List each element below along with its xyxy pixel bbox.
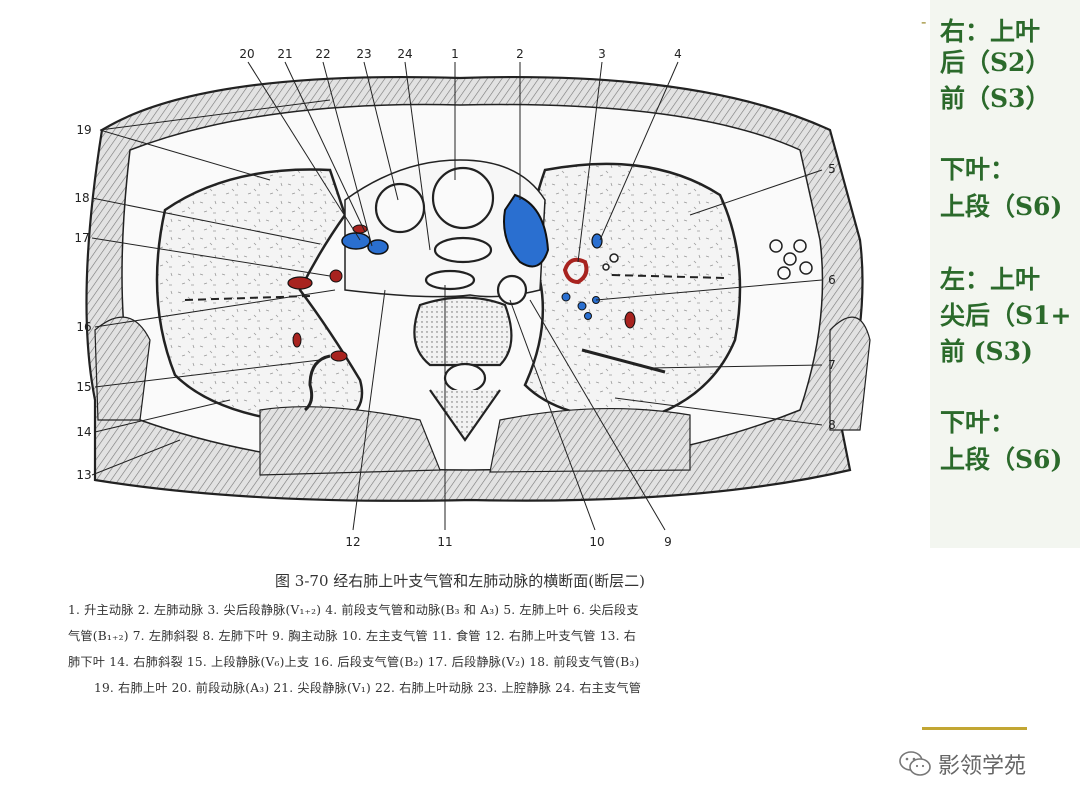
- label-21: 21: [277, 47, 292, 61]
- label-7: 7: [828, 358, 836, 372]
- label-13: 13: [76, 468, 91, 482]
- watermark-text: 影领学苑: [938, 754, 1027, 779]
- label-24: 24: [397, 47, 412, 61]
- watermark: 影领学苑: [898, 748, 1026, 780]
- legend-line-4: 19. 右肺上叶 20. 前段动脉(A₃) 21. 尖段静脉(V₁) 22. 右…: [94, 681, 642, 695]
- label-20: 20: [239, 47, 254, 61]
- label-18: 18: [74, 191, 89, 205]
- notes-panel: [930, 0, 1080, 548]
- left-pulmonary-artery-blue: [503, 193, 550, 268]
- label-19: 19: [76, 123, 91, 137]
- label-11: 11: [437, 535, 452, 549]
- note-line-6: 上段（S6): [940, 192, 1063, 221]
- dashed-line-left: [611, 274, 726, 279]
- note-line-13: 上段（S6): [940, 445, 1063, 474]
- label-15: 15: [76, 380, 91, 394]
- note-line-9: 尖后（S1+: [940, 301, 1072, 330]
- bullet-marker: -: [921, 12, 927, 31]
- superior-vena-cava: [374, 182, 426, 234]
- label-17: 17: [74, 231, 89, 245]
- label-2: 2: [516, 47, 524, 61]
- legend-line-1: 1. 升主动脉 2. 左肺动脉 3. 尖后段静脉(V₁₊₂) 4. 前段支气管和…: [68, 603, 639, 617]
- mediastinum: [344, 159, 546, 306]
- ascending-aorta: [431, 166, 495, 230]
- label-12: 12: [345, 535, 360, 549]
- label-5: 5: [828, 162, 836, 176]
- label-9: 9: [664, 535, 672, 549]
- label-10: 10: [589, 535, 604, 549]
- note-line-5: 下叶：: [940, 155, 1016, 184]
- label-22: 22: [315, 47, 330, 61]
- divider-rule: [922, 727, 1027, 730]
- figure-labels: 1 2 3 4 5 6 7 8 9 10 11 12 13 14 15 16 1…: [74, 47, 835, 549]
- note-line-1: 右：上叶: [940, 17, 1041, 46]
- label-6: 6: [828, 273, 836, 287]
- back-muscles: [94, 316, 871, 476]
- veins: [341, 193, 603, 320]
- note-line-2: 后（S2）: [940, 48, 1051, 77]
- esophagus: [424, 269, 476, 291]
- label-1: 1: [451, 47, 459, 61]
- label-3: 3: [598, 47, 606, 61]
- wechat-icon: [899, 751, 931, 776]
- bronchi: [602, 239, 813, 280]
- note-line-3: 前（S3）: [940, 84, 1051, 113]
- figure-caption: 图 3-70 经右肺上叶支气管和左肺动脉的横断面(断层二): [275, 572, 645, 590]
- figure-legend: 1. 升主动脉 2. 左肺动脉 3. 尖后段静脉(V₁₊₂) 4. 前段支气管和…: [68, 597, 868, 701]
- note-line-8: 左：上叶: [940, 265, 1041, 294]
- arteries: [287, 224, 636, 412]
- note-line-12: 下叶：: [940, 408, 1016, 437]
- leader-lines: [91, 61, 823, 531]
- vertebra: [413, 296, 513, 442]
- label-8: 8: [828, 418, 836, 432]
- label-4: 4: [674, 47, 682, 61]
- label-14: 14: [76, 425, 91, 439]
- note-line-10: 前 (S3): [940, 337, 1033, 366]
- trachea-bifurcation: [433, 236, 493, 264]
- left-lung: [523, 162, 742, 422]
- label-16: 16: [76, 320, 91, 334]
- label-23: 23: [356, 47, 371, 61]
- descending-aorta: [496, 274, 528, 306]
- legend-line-3: 肺下叶 14. 右肺斜裂 15. 上段静脉(V₆)上支 16. 后段支气管(B₂…: [68, 655, 640, 669]
- legend-line-2: 气管(B₁₊₂) 7. 左肺斜裂 8. 左肺下叶 9. 胸主动脉 10. 左主支…: [68, 629, 637, 643]
